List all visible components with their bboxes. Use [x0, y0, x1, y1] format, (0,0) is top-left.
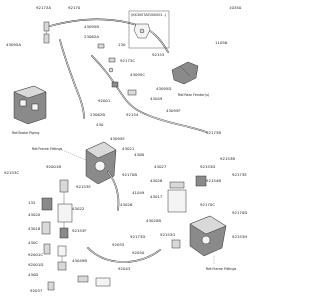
- part-number-label: 92170: [68, 5, 81, 10]
- part-number-label: 23062A: [84, 34, 99, 39]
- part-number-label: 92173B: [206, 130, 221, 135]
- exploded-piston-stack: [41, 179, 73, 291]
- stack-cup: [59, 227, 69, 239]
- part-number-label: 92153F: [72, 228, 87, 233]
- part-number-label: 43049B: [72, 258, 87, 263]
- part-number-label: 11056: [215, 40, 228, 45]
- part-number-label: 92170D: [232, 210, 247, 215]
- hose-clamp-a: [43, 21, 50, 32]
- part-number-label: 92153G: [160, 232, 175, 237]
- part-number-label: 92153E: [76, 184, 91, 189]
- diagram-drawing: 10350 (KX300?AE000001 -) Ref.Rear Fender…: [4, 5, 247, 293]
- reservoir-assembly: Ref.Frame Fittings: [167, 175, 237, 271]
- fender-bracket: [171, 61, 199, 85]
- part-number-label: 43095B: [84, 24, 99, 29]
- part-number-label: 43095A: [6, 42, 21, 47]
- part-number-label: 23062B: [90, 112, 105, 117]
- reservoir-tank: [167, 189, 187, 213]
- part-number-label: 43020: [28, 212, 41, 217]
- part-number-label: 92001: [98, 98, 111, 103]
- part-number-label: 92173A: [36, 5, 51, 10]
- inset-frame: [128, 10, 170, 49]
- fitting-a: [111, 81, 119, 88]
- rear-fender-piece: Ref.Rear Fender(s): [171, 61, 210, 97]
- part-number-label: 92154B: [206, 178, 221, 183]
- linkage-plate: [95, 277, 111, 287]
- stack-seal: [41, 197, 53, 211]
- part-number-label: 92153C: [4, 170, 19, 175]
- part-number-label: 430D: [28, 272, 38, 277]
- part-number-label: 430C: [28, 240, 38, 245]
- part-number-label: 92153B: [220, 156, 235, 161]
- abs-unit: Ref.Brake Piping: [12, 85, 47, 135]
- ref-frame-fittings-left: Ref.Frame Fittings: [32, 147, 63, 151]
- linkage-pin: [77, 275, 89, 283]
- part-number-label: 130: [118, 42, 126, 47]
- ref-frame-fittings-right: Ref.Frame Fittings: [206, 267, 237, 271]
- stack-clevis: [47, 281, 55, 291]
- part-number-label: 92153H: [232, 234, 247, 239]
- part-number-label: 43049: [150, 96, 163, 101]
- part-number-label: 43026: [120, 202, 133, 207]
- part-number-label: 92050: [132, 250, 145, 255]
- inset-heading: (KX300?AE000001 -): [131, 13, 167, 17]
- stack-boot: [57, 245, 67, 257]
- part-number-label: 92173C: [120, 58, 135, 63]
- part-number-label: 43095F: [166, 108, 181, 113]
- stack-nut: [57, 261, 67, 271]
- rear-brake-parts-diagram: 10350 (KX300?AE000001 -) Ref.Rear Fender…: [4, 5, 248, 293]
- reservoir-cap: [169, 181, 185, 189]
- reservoir-bracket-bolt: [195, 175, 207, 187]
- part-number-label: 132: [28, 200, 36, 205]
- page-code: 10350: [229, 5, 242, 10]
- part-number-label: 92001D: [28, 262, 43, 267]
- part-number-label: 92173D: [130, 234, 145, 239]
- part-number-label: 43095E: [110, 136, 125, 141]
- part-number-label: 43020B: [146, 218, 161, 223]
- clip-b: [108, 57, 116, 63]
- part-number-label: 92173E: [232, 172, 247, 177]
- part-number-label: 92154: [126, 112, 139, 117]
- stack-cap: [59, 179, 69, 193]
- part-number-label: 92037: [30, 288, 43, 293]
- part-number-label: 92170B: [122, 172, 137, 177]
- pedal-linkage: [77, 247, 161, 287]
- part-number-label: 430: [96, 122, 104, 127]
- part-number-label: 43095C: [130, 72, 145, 77]
- part-number-label: 43028: [150, 178, 163, 183]
- part-number-label: 92001B: [46, 164, 61, 169]
- inset-box: (KX300?AE000001 -): [128, 10, 170, 49]
- reservoir-hose: [49, 18, 169, 53]
- fitting-b: [127, 89, 137, 96]
- part-number-label: 92001C: [28, 252, 43, 257]
- part-number-label: 92170C: [200, 202, 215, 207]
- part-number-label: 43018: [28, 226, 41, 231]
- stack-spring: [41, 221, 51, 235]
- reservoir-clamp: [171, 239, 181, 249]
- reservoir-return-hose: [87, 247, 161, 263]
- part-number-label: 43021: [122, 146, 135, 151]
- part-number-label: 92043: [118, 266, 131, 271]
- stack-rod: [43, 243, 51, 255]
- upper-hose-group: [43, 18, 207, 133]
- hose-clamp-b: [43, 33, 50, 44]
- part-number-label: 43027: [154, 164, 167, 169]
- clip-c: [108, 67, 114, 73]
- ref-brake-piping: Ref.Brake Piping: [12, 131, 39, 135]
- clip-a: [97, 43, 105, 49]
- part-number-label: 92153: [152, 52, 165, 57]
- master-cylinder-assembly: Ref.Frame Fittings: [32, 141, 120, 211]
- part-number-label: 43017: [150, 194, 163, 199]
- part-number-label: 92153D: [200, 164, 215, 169]
- ref-rear-fender: Ref.Rear Fender(s): [178, 93, 210, 97]
- part-number-label: 92055: [112, 242, 125, 247]
- stack-piston: [57, 203, 73, 223]
- part-number-label: 41049: [132, 190, 145, 195]
- part-number-label: 43095D: [156, 86, 171, 91]
- part-number-label: 430B: [134, 152, 144, 157]
- part-number-label: 43022: [72, 206, 85, 211]
